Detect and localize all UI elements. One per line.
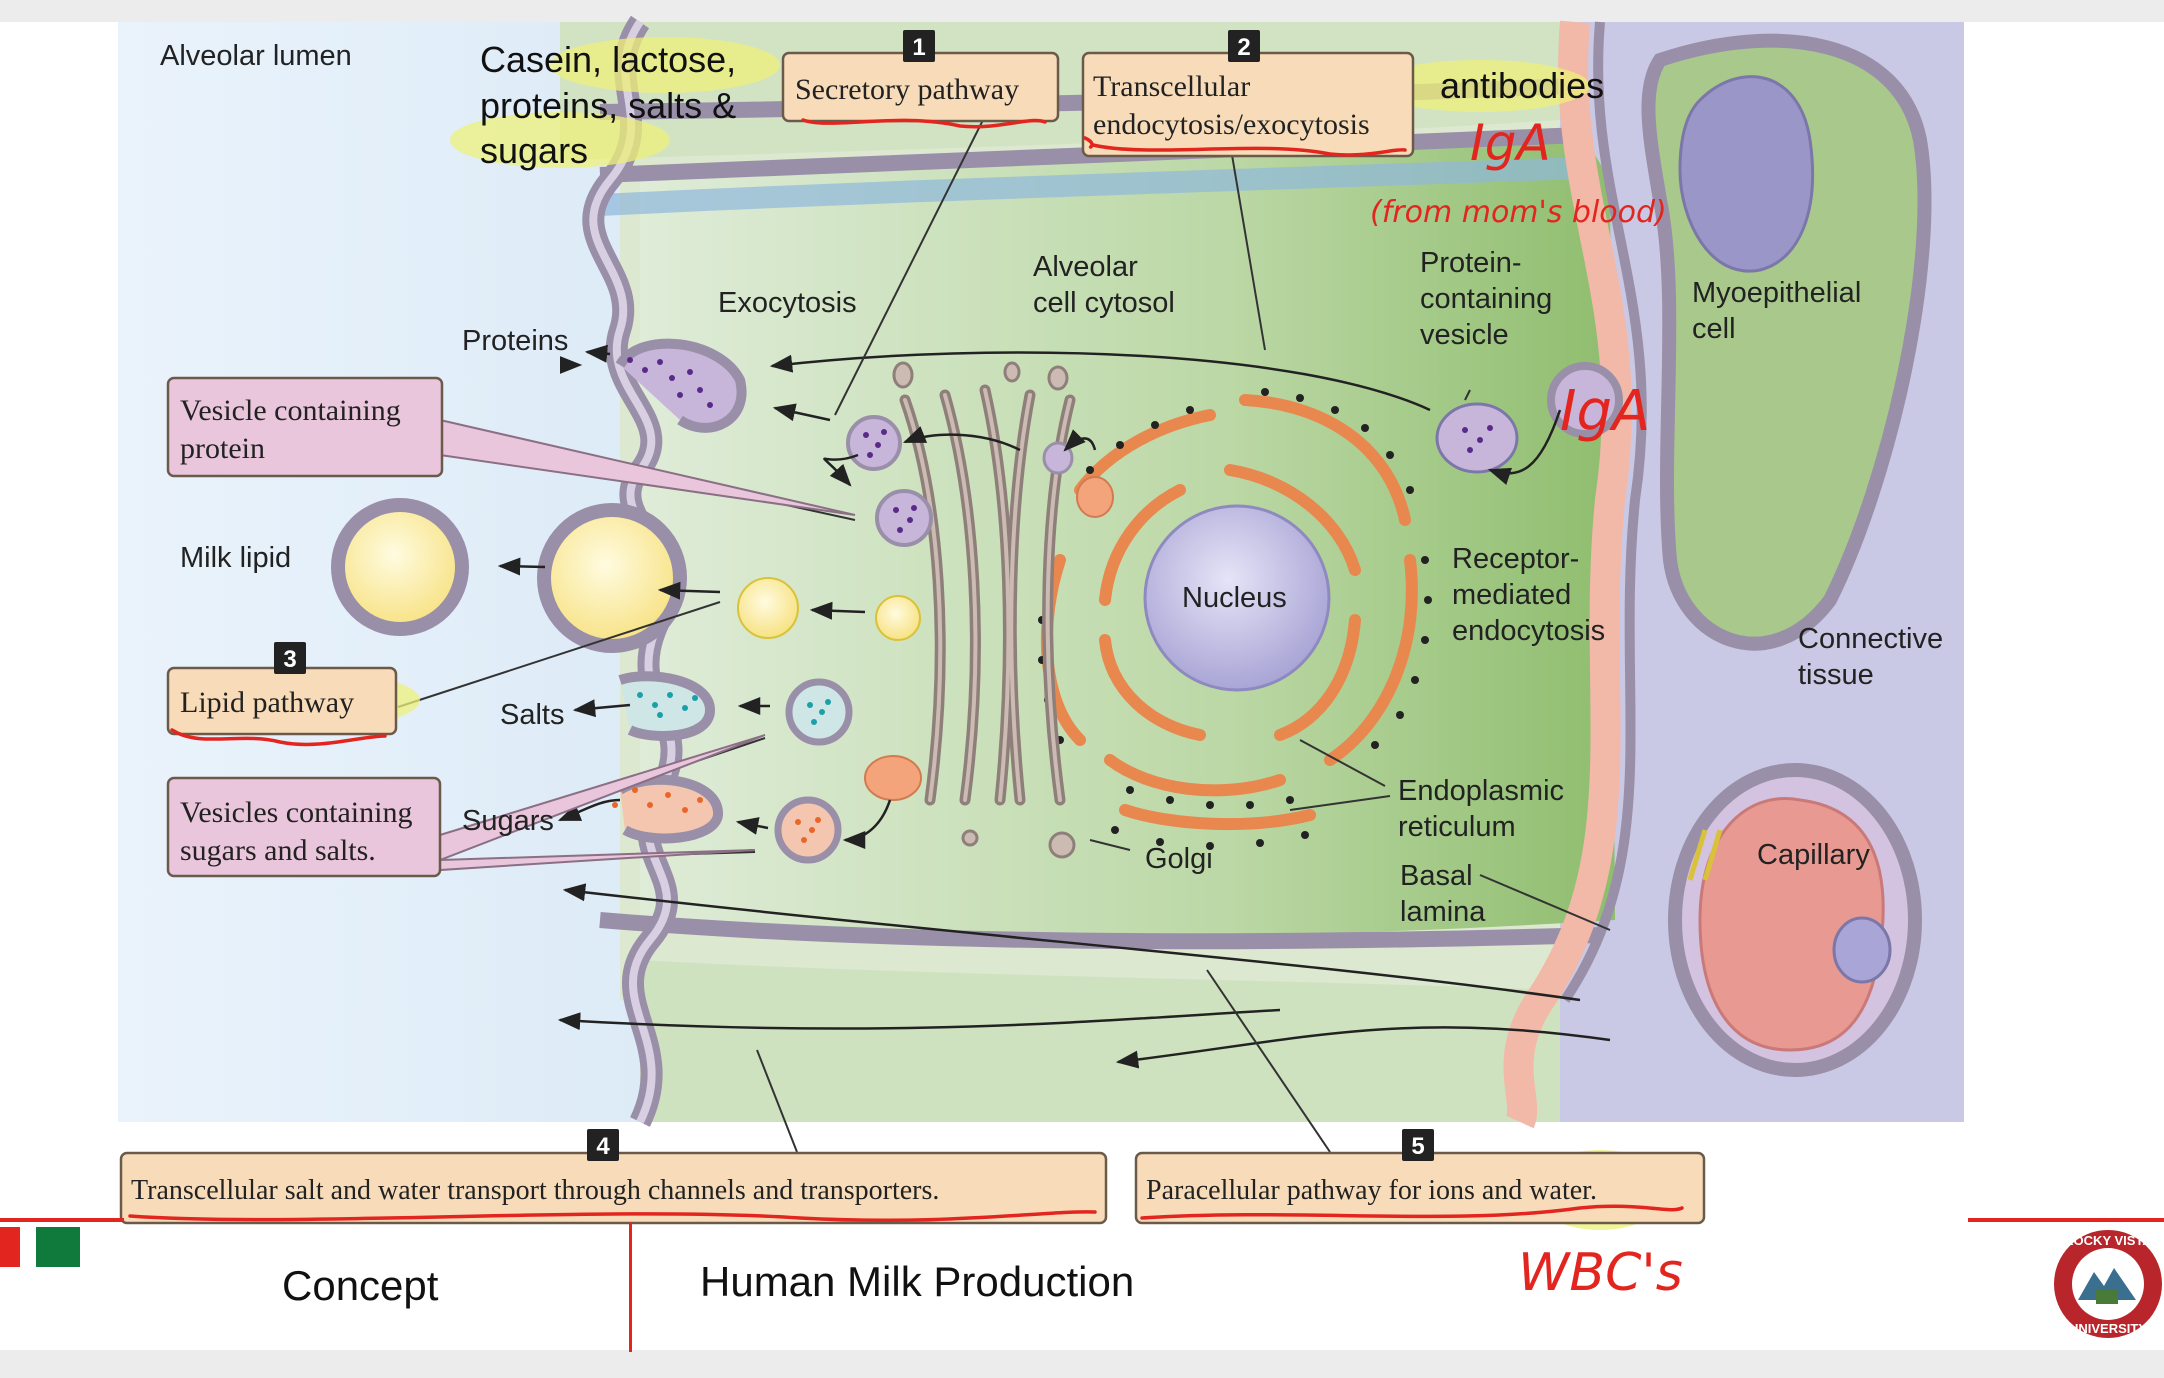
label-alveolar-cytosol-2: cell cytosol [1033, 287, 1175, 319]
label-capillary: Capillary [1757, 839, 1870, 871]
annot-iga-2: IgA [1560, 379, 1650, 444]
label-myo-2: cell [1692, 313, 1736, 345]
label-pcv-2: containing [1420, 283, 1552, 315]
red-underlines [128, 118, 1684, 1222]
label-rme-3: endocytosis [1452, 615, 1605, 647]
label-golgi: Golgi [1145, 843, 1213, 875]
box-5-text: Paracellular pathway for ions and water. [1146, 1175, 1597, 1206]
annot-casein-1: Casein, lactose, [480, 39, 736, 80]
label-er-2: reticulum [1398, 811, 1516, 843]
box-2-text-2: endocytosis/exocytosis [1093, 108, 1370, 141]
label-basal-2: lamina [1400, 896, 1486, 928]
box-3-text: Lipid pathway [180, 686, 354, 719]
lipid-droplets [737, 577, 921, 641]
footer-divider [629, 1222, 632, 1352]
footer-red-square [0, 1227, 20, 1267]
cell-membrane-bottom [599, 912, 1601, 950]
label-pcv-1: Protein- [1420, 247, 1522, 279]
annot-antibodies: antibodies [1440, 65, 1604, 106]
label-alveolar-lumen: Alveolar lumen [160, 40, 352, 72]
badge-4: 4 [596, 1133, 610, 1160]
nucleus [1143, 504, 1331, 692]
vesicle-protein-text-1: Vesicle containing [180, 394, 401, 427]
annot-iga-1: IgA [1470, 114, 1551, 172]
pathway-arrows [497, 344, 1611, 1069]
myoepithelial-nucleus [1678, 75, 1815, 273]
badge-3: 3 [283, 646, 296, 673]
university-logo: ROCKY VISTA UNIVERSITY [2054, 1230, 2162, 1338]
sugar-vesicle [774, 476, 1114, 864]
blood-cell [1832, 916, 1892, 984]
label-rme-1: Receptor- [1452, 543, 1579, 575]
annot-casein-2: proteins, salts & [480, 85, 736, 126]
callout-boxes [119, 51, 1706, 1225]
vesicle-sugars-text-1: Vesicles containing [180, 796, 412, 829]
label-alveolar-cytosol-1: Alveolar [1033, 251, 1138, 283]
annot-wbcs: WBC's [1518, 1243, 1683, 1303]
label-sugars: Sugars [462, 805, 554, 837]
label-nucleus: Nucleus [1182, 582, 1287, 614]
number-badges [274, 30, 1434, 1161]
logo-text-top: ROCKY VISTA [2064, 1233, 2152, 1248]
footer-rule-right [1968, 1218, 2164, 1222]
footer-title: Human Milk Production [700, 1258, 1134, 1305]
label-ct-1: Connective [1798, 623, 1943, 655]
label-proteins: Proteins [462, 325, 568, 357]
basal-lamina [1503, 20, 1632, 1129]
secreted-particles [597, 357, 713, 813]
label-milk-lipid: Milk lipid [180, 542, 291, 574]
basal-membrane [1560, 21, 1647, 1003]
protein-vesicles [846, 362, 1623, 547]
label-myo-1: Myoepithelial [1692, 277, 1861, 309]
footer-green-square [36, 1227, 80, 1267]
annot-casein-3: sugars [480, 130, 588, 171]
label-pcv-3: vesicle [1420, 319, 1509, 351]
label-ct-2: tissue [1798, 659, 1874, 691]
box-2-text-1: Transcellular [1093, 70, 1250, 103]
badge-5: 5 [1411, 1133, 1424, 1160]
label-basal-1: Basal [1400, 860, 1473, 892]
footer-rule-left [0, 1218, 124, 1222]
intercellular-space [599, 157, 1581, 216]
bottom-bar [0, 1350, 2164, 1378]
label-salts: Salts [500, 699, 564, 731]
salt-vesicle [785, 678, 853, 746]
vesicle-callouts [166, 376, 444, 878]
box-1-text: Secretory pathway [795, 73, 1019, 106]
top-bar [0, 0, 2164, 22]
vesicle-protein-text-2: protein [180, 432, 265, 465]
box-4-text: Transcellular salt and water transport t… [131, 1175, 939, 1206]
capillary-marker [1687, 829, 1723, 881]
logo-text-bottom: UNIVERSITY [2069, 1321, 2147, 1336]
vesicle-sugars-text-2: sugars and salts. [180, 834, 376, 867]
golgi-vesicles [892, 361, 1076, 859]
annot-from-mom: (from mom's blood) [1370, 195, 1667, 230]
endoplasmic-reticulum [1040, 394, 1418, 831]
label-exocytosis: Exocytosis [718, 287, 857, 319]
apical-membrane-top [599, 127, 1581, 183]
label-rme-2: mediated [1452, 579, 1571, 611]
badge-2: 2 [1237, 34, 1250, 61]
label-er-1: Endoplasmic [1398, 775, 1564, 807]
footer-concept: Concept [282, 1262, 439, 1309]
badge-1: 1 [912, 34, 925, 61]
lower-cell [640, 960, 1560, 1122]
